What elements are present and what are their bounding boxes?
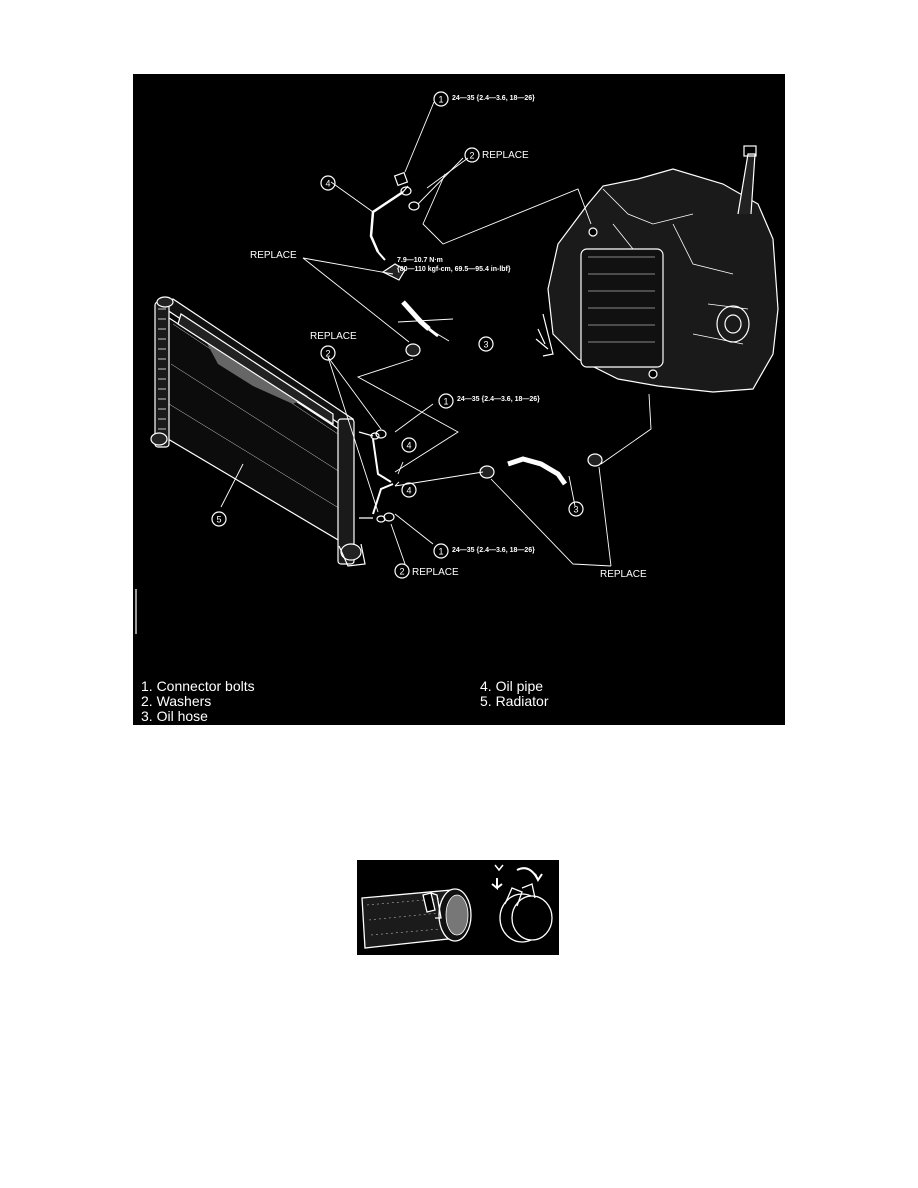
replace-label-mid: REPLACE [310, 331, 357, 342]
marker-4-mid-b [401, 482, 417, 498]
legend-column-left: 1. Connector bolts 2. Washers 3. Oil hos… [141, 679, 255, 724]
callout-markers [211, 91, 584, 579]
marker-4-top [320, 175, 336, 191]
marker-label: 1 [438, 547, 443, 557]
marker-label: 3 [573, 505, 578, 515]
marker-1-top [433, 91, 449, 107]
marker-label: 2 [469, 151, 474, 161]
marker-label: 2 [325, 349, 330, 359]
legend-item-oil-hose: 3. Oil hose [141, 708, 208, 724]
oil-cooler-diagram: 1 2 4 3 2 1 4 4 3 5 1 2 24—35 {2.4—3.6, … [133, 74, 785, 725]
marker-5 [211, 511, 227, 527]
marker-label: 4 [325, 179, 330, 189]
marker-2-bottom [394, 563, 410, 579]
replace-label-left: REPLACE [250, 250, 297, 261]
torque-spec-pipe: 7.9—10.7 N·m {80—110 kgf-cm, 69.5—95.4 i… [397, 256, 511, 274]
torque-spec-top: 24—35 {2.4—3.6, 18—26} [452, 95, 535, 102]
hose-clamp-icon [361, 864, 553, 949]
legend-column-right: 4. Oil pipe 5. Radiator [480, 679, 548, 709]
marker-4-mid-a [401, 437, 417, 453]
marker-2-top [464, 147, 480, 163]
leader-lines [220, 101, 652, 567]
marker-3-bottom [568, 501, 584, 517]
marker-label: 1 [443, 397, 448, 407]
marker-label: 3 [483, 340, 488, 350]
replace-label-bottom: REPLACE [412, 567, 459, 578]
replace-label-top: REPLACE [482, 150, 529, 161]
legend-item-connector-bolts: 1. Connector bolts [141, 678, 255, 694]
marker-3-top [478, 336, 494, 352]
legend-item-washers: 2. Washers [141, 693, 212, 709]
transaxle-illustration [535, 145, 779, 393]
torque-spec-mid: 24—35 {2.4—3.6, 18—26} [457, 396, 540, 403]
replace-label-right: REPLACE [600, 569, 647, 580]
marker-numbers: 1 2 4 3 2 1 4 4 3 5 1 2 [216, 95, 578, 577]
marker-label: 1 [438, 95, 443, 105]
legend-item-oil-pipe: 4. Oil pipe [480, 678, 544, 694]
marker-1-bottom [433, 543, 449, 559]
hose-fittings [358, 263, 603, 523]
marker-2-mid [320, 345, 336, 361]
legend-item-radiator: 5. Radiator [480, 693, 549, 709]
torque-line-1: 7.9—10.7 N·m [397, 257, 443, 264]
marker-label: 4 [406, 441, 411, 451]
marker-1-mid [438, 393, 454, 409]
torque-spec-bottom: 24—35 {2.4—3.6, 18—26} [452, 547, 535, 554]
marker-label: 4 [406, 486, 411, 496]
diagram-drawing: 1 2 4 3 2 1 4 4 3 5 1 2 [135, 91, 779, 634]
radiator-illustration [150, 296, 366, 567]
upper-oil-pipe [369, 171, 420, 261]
marker-label: 5 [216, 515, 221, 525]
hose-clamp-illustration [357, 860, 559, 955]
marker-label: 2 [399, 567, 404, 577]
torque-line-2: {80—110 kgf-cm, 69.5—95.4 in-lbf} [397, 266, 511, 273]
